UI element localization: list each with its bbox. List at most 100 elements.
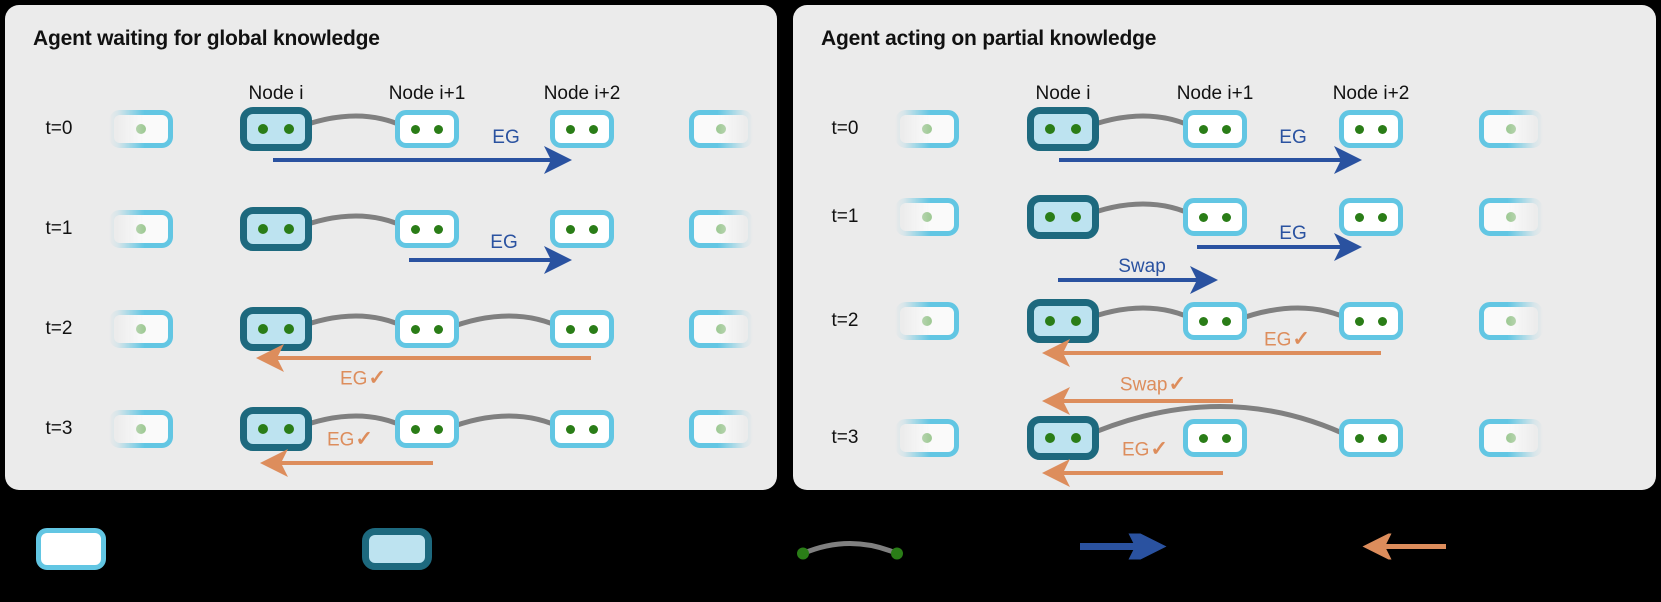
arrow-label-eg-check-t2: EG✓ bbox=[1263, 327, 1311, 351]
node-i-plus-2-t3 bbox=[550, 410, 614, 448]
node-dot bbox=[1355, 124, 1364, 134]
node-i-plus-1-t1 bbox=[1183, 198, 1247, 236]
node-i-t1 bbox=[1027, 195, 1099, 239]
node-i-t0 bbox=[1027, 107, 1099, 151]
arrow-label-eg-t0: EG bbox=[492, 127, 520, 148]
node-dot bbox=[566, 324, 575, 334]
node-i-t0 bbox=[240, 107, 312, 151]
node-i-plus-1-t2 bbox=[395, 310, 459, 348]
arrow-label-eg-check-t3: EG✓ bbox=[326, 427, 374, 451]
ghost-node-right-t2 bbox=[689, 310, 753, 348]
ghost-node-right-t2 bbox=[1479, 302, 1543, 340]
time-label-t1: t=1 bbox=[831, 206, 859, 227]
node-dot bbox=[258, 324, 268, 334]
node-i-t1 bbox=[240, 207, 312, 251]
arrow-label-eg-check-t2: EG✓ bbox=[339, 366, 387, 390]
time-label-t0: t=0 bbox=[831, 118, 859, 139]
node-label-i-plus-2: Node i+2 bbox=[543, 83, 621, 104]
node-dot bbox=[716, 424, 726, 434]
legend-item-entanglement-link bbox=[795, 530, 905, 569]
node-dot bbox=[589, 224, 598, 234]
node-i-plus-2-t0 bbox=[1339, 110, 1403, 148]
ghost-node-left-t1 bbox=[109, 210, 173, 248]
ghost-node-right-t0 bbox=[1479, 110, 1543, 148]
node-label-i-plus-1: Node i+1 bbox=[388, 83, 466, 104]
node-dot bbox=[284, 124, 294, 134]
node-dot bbox=[1378, 212, 1387, 222]
node-i-plus-1-t1 bbox=[395, 210, 459, 248]
node-dot bbox=[1045, 124, 1055, 134]
time-label-t2: t=2 bbox=[831, 310, 859, 331]
node-dot bbox=[1199, 433, 1208, 443]
node-dot bbox=[1355, 212, 1364, 222]
ghost-node-right-t3 bbox=[689, 410, 753, 448]
node-dot bbox=[1506, 124, 1516, 134]
node-i-t3 bbox=[1027, 416, 1099, 460]
node-dot bbox=[589, 324, 598, 334]
arrow-label-swap-check-t2: Swap✓ bbox=[1119, 372, 1187, 396]
backward-arrow-icon bbox=[1362, 531, 1446, 562]
ghost-node-left-t3 bbox=[109, 410, 173, 448]
node-dot bbox=[284, 424, 294, 434]
entanglement-link-icon bbox=[797, 541, 903, 560]
node-dot bbox=[434, 224, 443, 234]
message-arrows-right bbox=[1042, 146, 1381, 487]
node-dot bbox=[1222, 212, 1231, 222]
ghost-node-right-t0 bbox=[689, 110, 753, 148]
node-dot bbox=[589, 424, 598, 434]
node-i-t2 bbox=[1027, 299, 1099, 343]
node-i-plus-1-t0 bbox=[395, 110, 459, 148]
node-dot bbox=[1222, 433, 1231, 443]
node-i-plus-2-t0 bbox=[550, 110, 614, 148]
node-dot bbox=[258, 224, 268, 234]
ghost-node-right-t1 bbox=[1479, 198, 1543, 236]
node-dot bbox=[411, 324, 420, 334]
node-i-plus-2-t2 bbox=[550, 310, 614, 348]
ghost-node-left-t2 bbox=[895, 302, 959, 340]
node-dot bbox=[1378, 124, 1387, 134]
time-label-t3: t=3 bbox=[45, 418, 73, 439]
node-dot bbox=[434, 324, 443, 334]
arrow-label-eg-t0: EG bbox=[1279, 127, 1307, 148]
entanglement-edges-right bbox=[1076, 113, 1358, 443]
node-dot bbox=[136, 324, 146, 334]
node-dot bbox=[1506, 316, 1516, 326]
node-dot bbox=[566, 124, 575, 134]
node-dot bbox=[716, 324, 726, 334]
forward-arrow-icon bbox=[1080, 525, 1167, 568]
node-i-plus-1-t0 bbox=[1183, 110, 1247, 148]
node-dot bbox=[1045, 212, 1055, 222]
node-i-t3 bbox=[240, 407, 312, 451]
node-dot bbox=[136, 224, 146, 234]
arrow-label-eg-t1: EG bbox=[490, 232, 518, 253]
node-i-plus-2-t1 bbox=[1339, 198, 1403, 236]
node-dot bbox=[589, 124, 598, 134]
node-dot bbox=[136, 424, 146, 434]
node-dot bbox=[922, 212, 932, 222]
node-dot bbox=[1222, 316, 1231, 326]
node-idle-icon bbox=[36, 528, 106, 570]
arrow-label-eg-check-t3: EG✓ bbox=[1121, 437, 1169, 461]
node-i-plus-1-t3 bbox=[395, 410, 459, 448]
node-dot bbox=[258, 124, 268, 134]
node-dot bbox=[434, 124, 443, 134]
node-dot bbox=[566, 224, 575, 234]
node-dot bbox=[1199, 124, 1208, 134]
legend-item-node-active bbox=[362, 528, 432, 570]
node-dot bbox=[1071, 124, 1081, 134]
ghost-node-right-t1 bbox=[689, 210, 753, 248]
legend-item-backward-message bbox=[1352, 531, 1448, 565]
node-i-plus-1-t2 bbox=[1183, 302, 1247, 340]
node-dot bbox=[566, 424, 575, 434]
node-dot bbox=[716, 124, 726, 134]
node-dot bbox=[258, 424, 268, 434]
node-i-plus-2-t1 bbox=[550, 210, 614, 248]
node-i-plus-2-t2 bbox=[1339, 302, 1403, 340]
node-i-t2 bbox=[240, 307, 312, 351]
node-i-plus-1-t3 bbox=[1183, 419, 1247, 457]
node-dot bbox=[922, 316, 932, 326]
node-dot bbox=[1378, 316, 1387, 326]
node-i-plus-2-t3 bbox=[1339, 419, 1403, 457]
node-dot bbox=[922, 124, 932, 134]
ghost-node-left-t2 bbox=[109, 310, 173, 348]
